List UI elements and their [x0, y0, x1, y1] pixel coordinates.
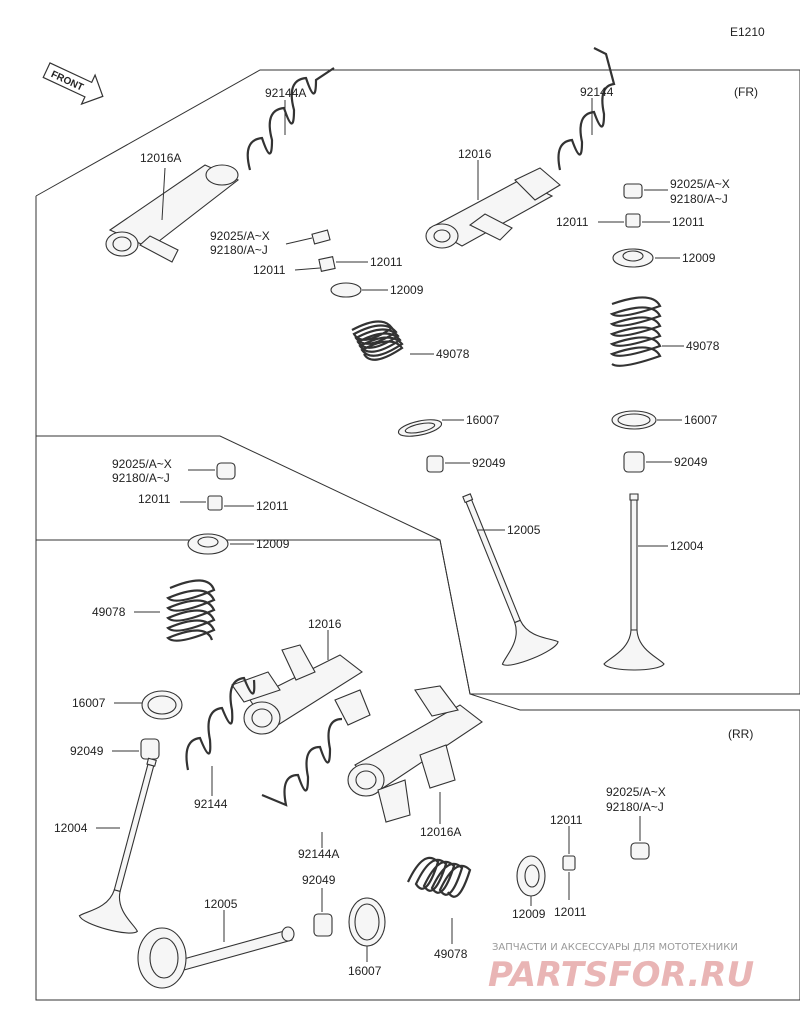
- label-49078-rr-bottom: 49078: [434, 947, 468, 961]
- label-12004-rr: 12004: [54, 821, 88, 835]
- torsion-spring-92144-fr: [557, 47, 616, 171]
- retainer-12009-fr-left: [330, 282, 362, 298]
- torsion-spring-92144-rr: [185, 676, 256, 771]
- label-12011-fr-right-b: 12011: [672, 215, 705, 229]
- label-92025-rr-left: 92025/A~X: [112, 457, 172, 471]
- label-12016a-rr: 12016A: [420, 825, 461, 839]
- shim-92025-fr-right: [623, 183, 643, 199]
- label-92180-fr-right: 92180/A~J: [670, 192, 728, 206]
- label-12011-fr-right-a: 12011: [556, 215, 589, 229]
- label-92049-fr-right: 92049: [674, 455, 708, 469]
- valve-12004-fr: [603, 493, 665, 671]
- label-12016a-fr: 12016A: [140, 151, 181, 165]
- label-92144a-fr: 92144A: [265, 86, 306, 100]
- section-rr-label: (RR): [728, 727, 753, 741]
- label-12005-rr: 12005: [204, 897, 238, 911]
- cotter-12011-rr-left: [207, 495, 223, 511]
- torsion-spring-92144a-fr: [246, 67, 335, 171]
- valve-spring-49078-fr-left: [351, 320, 404, 361]
- label-92144-rr: 92144: [194, 797, 228, 811]
- shim-92025-rr-left: [216, 462, 236, 480]
- front-arrow-icon: FRONT: [42, 62, 104, 106]
- seal-92049-rr-left: [140, 738, 160, 760]
- label-12011-fr-left-a: 12011: [253, 263, 286, 277]
- label-12016-rr: 12016: [308, 617, 342, 631]
- label-92025-fr-left: 92025/A~X: [210, 229, 270, 243]
- label-12009-fr-right: 12009: [682, 251, 716, 265]
- valve-spring-49078-fr-right: [609, 296, 662, 367]
- cotter-12011-fr-right: [625, 213, 641, 228]
- label-92180-fr-left: 92180/A~J: [210, 243, 268, 257]
- label-12009-rr-bottom: 12009: [512, 907, 546, 921]
- label-12011-rr-bottom-b: 12011: [554, 905, 587, 919]
- label-12004-fr: 12004: [670, 539, 704, 553]
- watermark-logo: PARTSFOR.RU: [488, 955, 754, 995]
- shim-92025-fr-left: [311, 229, 331, 245]
- cotter-12011-fr-left: [318, 256, 336, 272]
- label-92049-rr-left: 92049: [70, 744, 104, 758]
- label-12011-fr-left-b: 12011: [370, 255, 403, 269]
- cotter-12011-rr-bottom: [562, 855, 576, 871]
- label-49078-fr-left: 49078: [436, 347, 470, 361]
- label-92144a-rr: 92144A: [298, 847, 339, 861]
- label-16007-fr-left: 16007: [466, 413, 500, 427]
- rocker-arm-12016a-fr: [105, 164, 240, 263]
- valve-12005-fr: [438, 483, 561, 671]
- label-92180-rr-right: 92180/A~J: [606, 800, 664, 814]
- label-16007-rr-bottom: 16007: [348, 964, 382, 978]
- label-16007-fr-right: 16007: [684, 413, 718, 427]
- label-12005-fr: 12005: [507, 523, 541, 537]
- label-12009-rr-left: 12009: [256, 537, 290, 551]
- label-16007-rr-left: 16007: [72, 696, 106, 710]
- rocker-arm-12016-fr: [425, 167, 561, 249]
- label-12011-rr-left-a: 12011: [138, 492, 171, 506]
- seal-92049-rr-bottom: [313, 913, 333, 937]
- seal-92049-fr-left: [426, 455, 444, 473]
- fr-section-frame: [35, 69, 800, 695]
- label-12011-rr-left-b: 12011: [256, 499, 289, 513]
- rocker-arm-12016a-rr: [347, 685, 483, 823]
- label-92049-fr-left: 92049: [472, 456, 506, 470]
- label-49078-fr-right: 49078: [686, 339, 720, 353]
- label-49078-rr-left: 49078: [92, 605, 126, 619]
- label-92180-rr-left: 92180/A~J: [112, 471, 170, 485]
- label-12009-fr-left: 12009: [390, 283, 424, 297]
- label-12011-rr-bottom-a: 12011: [550, 813, 583, 827]
- diagram-code: E1210: [730, 25, 765, 39]
- torsion-spring-92144a-rr: [261, 717, 343, 807]
- valve-12005-rr: [137, 926, 295, 989]
- label-92144-fr: 92144: [580, 85, 614, 99]
- shim-92025-rr-right: [630, 842, 650, 860]
- valve-12004-rr: [77, 751, 182, 938]
- seal-92049-fr-right: [623, 451, 645, 473]
- rr-section-frame: [35, 435, 800, 1001]
- rocker-arm-12016-rr: [231, 644, 371, 735]
- valve-spring-49078-rr-left: [166, 579, 216, 642]
- label-92025-fr-right: 92025/A~X: [670, 177, 730, 191]
- valve-spring-49078-rr-bottom: [407, 856, 472, 898]
- label-92025-rr-right: 92025/A~X: [606, 785, 666, 799]
- label-92049-rr-bottom: 92049: [302, 873, 336, 887]
- label-12016-fr: 12016: [458, 147, 492, 161]
- watermark-caption: ЗАПЧАСТИ И АКСЕССУАРЫ ДЛЯ МОТОТЕХНИКИ: [492, 942, 738, 953]
- section-fr-label: (FR): [734, 85, 758, 99]
